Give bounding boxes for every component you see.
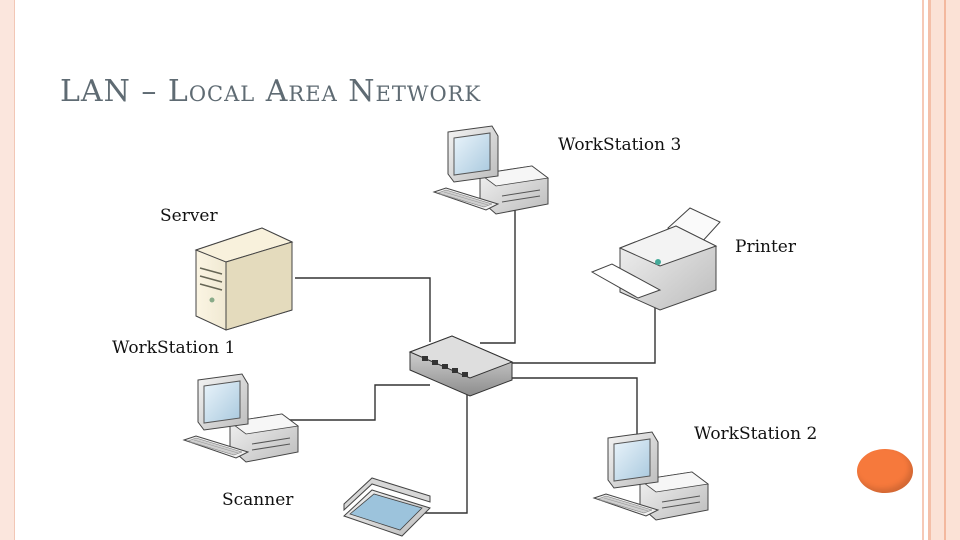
network-switch-icon	[408, 335, 514, 397]
slide-frame-left	[0, 0, 15, 540]
workstation-2-label: WorkStation 2	[694, 424, 817, 444]
slide-title: LAN – Local Area Network	[60, 74, 482, 109]
orange-circle-icon	[857, 449, 913, 493]
server-label: Server	[160, 206, 218, 226]
scanner-icon	[343, 477, 431, 537]
workstation-3-label: WorkStation 3	[558, 135, 681, 155]
workstation-1-label: WorkStation 1	[112, 338, 235, 358]
slide-frame-right	[918, 0, 960, 540]
printer-icon	[590, 207, 721, 311]
server-icon	[194, 227, 294, 331]
network-wires	[270, 190, 656, 514]
scanner-label: Scanner	[222, 490, 294, 510]
workstation-icon	[183, 125, 709, 521]
printer-label: Printer	[735, 237, 797, 257]
